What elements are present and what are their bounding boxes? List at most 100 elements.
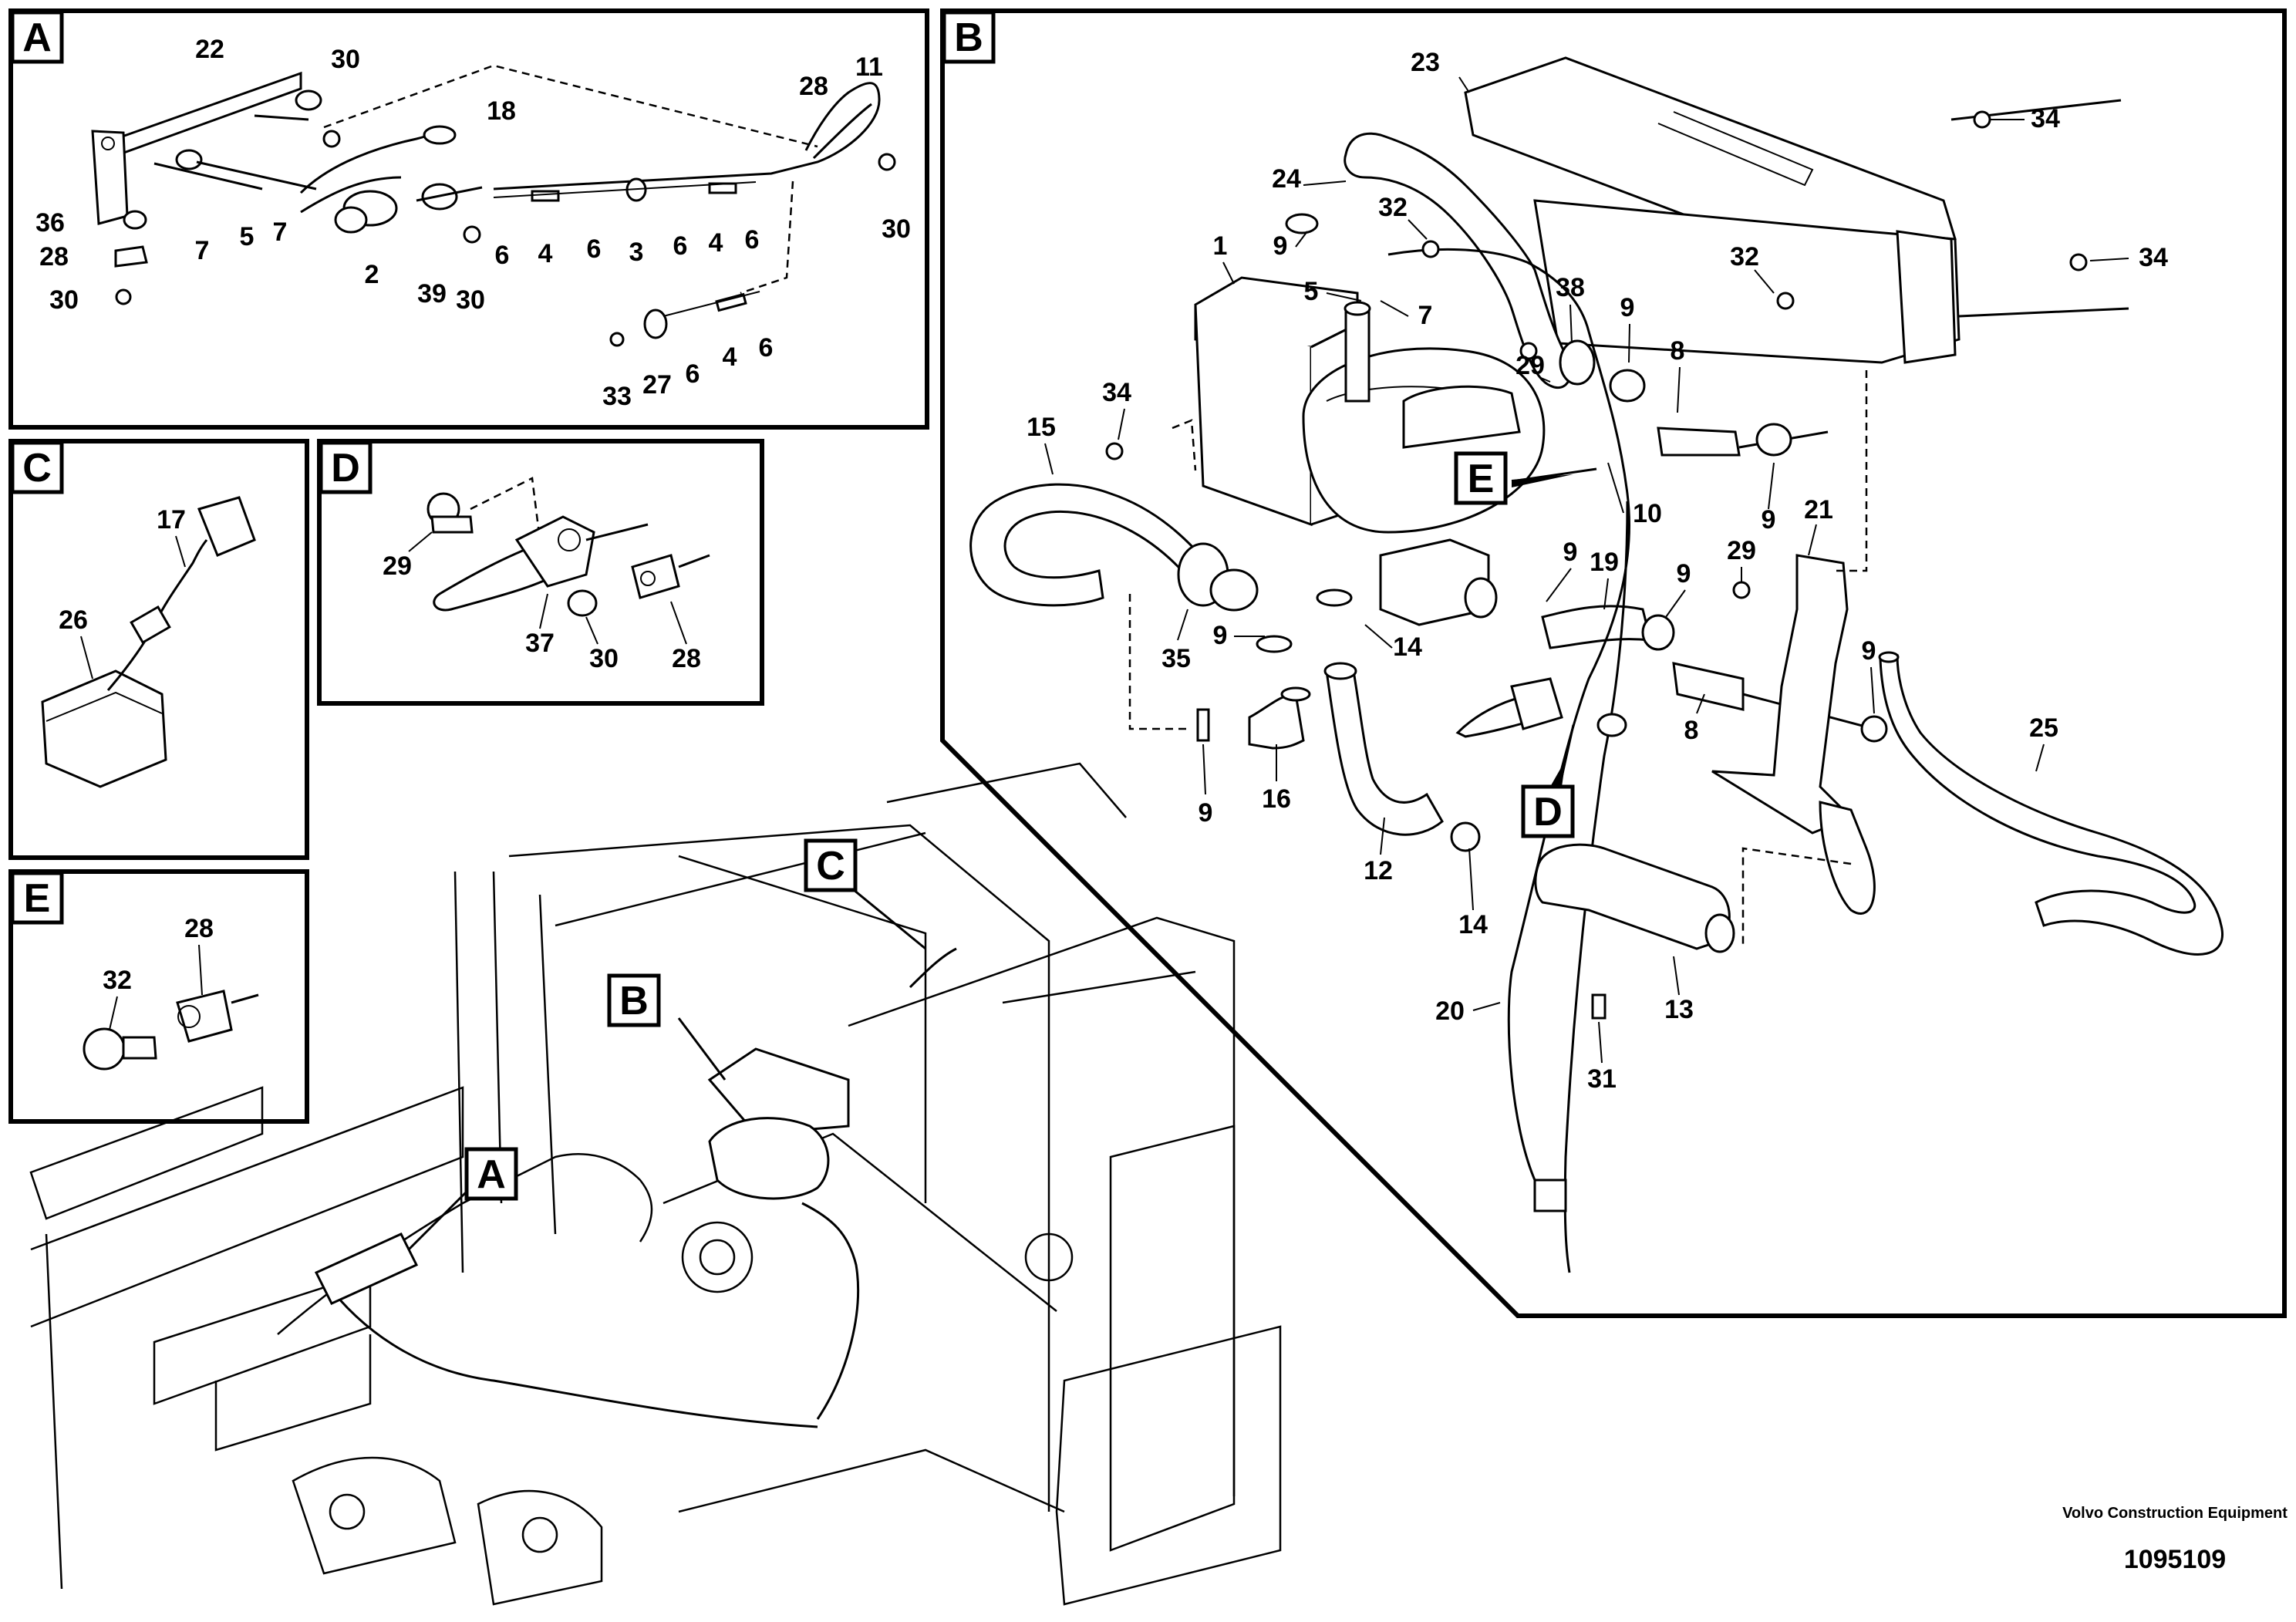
callout-a-6-c: 6	[673, 231, 688, 261]
callout-c-26: 26	[59, 605, 88, 635]
callout-b-9-e: 9	[1677, 559, 1691, 588]
callout-b-12: 12	[1364, 856, 1393, 885]
callout-b-14: 14	[1393, 632, 1422, 662]
callout-a-6: 6	[495, 241, 510, 270]
callout-a-39: 39	[417, 279, 447, 309]
callout-b-32-b: 32	[1730, 242, 1759, 271]
box-letter-d: D	[331, 446, 360, 491]
callout-a-6-f: 6	[759, 333, 774, 363]
callout-b-34-b: 34	[2139, 243, 2168, 272]
callout-a-30-c: 30	[456, 285, 485, 315]
callout-a-7-b: 7	[273, 218, 288, 247]
callouts-detail-c: 17 26	[59, 505, 186, 679]
callout-a-27: 27	[642, 370, 672, 400]
callout-d-29: 29	[383, 551, 412, 581]
callout-e-32: 32	[103, 966, 132, 995]
box-label-b: B	[942, 10, 996, 64]
callout-b-34: 34	[2031, 104, 2060, 133]
box-label-e: E	[10, 871, 64, 925]
detail-frame-b	[940, 8, 2287, 1318]
callout-b-8: 8	[1671, 336, 1685, 366]
callout-b-9-c: 9	[1762, 505, 1776, 534]
callout-b-21: 21	[1804, 495, 1833, 524]
box-label-d: D	[319, 440, 373, 494]
callout-a-3: 3	[629, 238, 644, 267]
callout-a-2: 2	[365, 260, 379, 289]
callout-b-38: 38	[1556, 273, 1585, 302]
callout-b-32: 32	[1378, 193, 1408, 222]
detail-b-drawing	[969, 56, 2224, 1273]
callout-a-7: 7	[195, 236, 210, 265]
callout-a-28-b: 28	[39, 242, 69, 271]
callout-a-5: 5	[240, 222, 255, 251]
callout-a-33: 33	[602, 382, 632, 411]
callout-a-30: 30	[331, 45, 360, 74]
view-marker-a-label: A	[477, 1152, 506, 1197]
callout-a-6-d: 6	[745, 225, 760, 255]
callouts-detail-d: 29 37 30 28	[383, 531, 701, 673]
callout-d-30: 30	[589, 644, 619, 673]
detail-d-drawing	[426, 477, 710, 617]
callout-a-18: 18	[487, 96, 516, 126]
view-marker-c-label: C	[816, 844, 845, 889]
callout-b-20: 20	[1435, 996, 1465, 1026]
callout-b-1: 1	[1213, 231, 1228, 261]
callout-d-28: 28	[672, 644, 701, 673]
callout-a-11: 11	[855, 52, 883, 82]
callout-b-23: 23	[1411, 48, 1440, 77]
callout-b-9-h: 9	[1199, 798, 1213, 828]
callout-b-7: 7	[1418, 301, 1433, 330]
detail-frame-d	[317, 439, 764, 706]
callout-d-37: 37	[525, 629, 555, 658]
callout-b-9-g: 9	[1213, 621, 1228, 650]
callout-b-29: 29	[1515, 351, 1545, 380]
callout-b-16: 16	[1262, 784, 1291, 814]
callout-a-28: 28	[799, 72, 828, 101]
callout-b-9-b: 9	[1620, 293, 1635, 322]
callout-b-34-c: 34	[1102, 378, 1131, 407]
view-marker-b: B	[607, 973, 661, 1027]
callouts-detail-b: 23 34 24 32 9 1 5 7 32 34 38 9 29 8 34 1…	[1027, 48, 2168, 1094]
callout-a-4: 4	[538, 239, 553, 268]
callout-c-17: 17	[157, 505, 186, 534]
detail-e-drawing	[83, 990, 259, 1071]
view-marker-d: D	[1521, 724, 1575, 838]
callout-b-29-b: 29	[1727, 536, 1756, 565]
callout-b-15: 15	[1027, 413, 1056, 442]
callout-b-9: 9	[1273, 231, 1288, 261]
detail-a-drawing	[91, 64, 896, 347]
machine-overview	[29, 762, 1282, 1606]
callout-a-4-b: 4	[709, 228, 723, 258]
callout-b-13: 13	[1664, 995, 1694, 1024]
callout-a-30-b: 30	[49, 285, 79, 315]
callouts-detail-a: 22 30 18 28 11 36 28 30 7 5 7 2 39 30 6 …	[35, 35, 911, 411]
callout-b-35: 35	[1161, 644, 1191, 673]
view-marker-e: E	[1454, 451, 1597, 505]
callout-b-9-d: 9	[1563, 538, 1578, 567]
callouts-detail-e: 32 28	[103, 914, 214, 1030]
box-letter-a: A	[22, 15, 52, 60]
detail-frame-c	[8, 439, 309, 860]
callout-b-31: 31	[1587, 1064, 1617, 1094]
view-marker-b-label: B	[619, 979, 649, 1023]
callout-b-8-b: 8	[1684, 716, 1699, 745]
callout-b-10: 10	[1633, 499, 1662, 528]
callout-b-24: 24	[1272, 164, 1301, 194]
detail-frame-e	[8, 869, 309, 1124]
callout-e-28: 28	[184, 914, 214, 943]
view-marker-c: C	[804, 838, 858, 892]
box-label-a: A	[10, 10, 64, 64]
box-letter-b: B	[954, 15, 983, 60]
callout-a-30-d: 30	[882, 214, 911, 244]
callout-a-6-e: 6	[686, 359, 700, 389]
callout-a-22: 22	[195, 35, 224, 64]
callout-b-14-b: 14	[1458, 910, 1488, 939]
callout-a-6-b: 6	[587, 234, 602, 264]
box-label-c: C	[10, 440, 64, 494]
view-marker-a: A	[464, 1147, 518, 1201]
drawing-number: 1095109	[2123, 1545, 2227, 1574]
callout-b-25: 25	[2029, 713, 2058, 743]
callout-a-36: 36	[35, 208, 65, 238]
detail-c-drawing	[41, 496, 256, 788]
